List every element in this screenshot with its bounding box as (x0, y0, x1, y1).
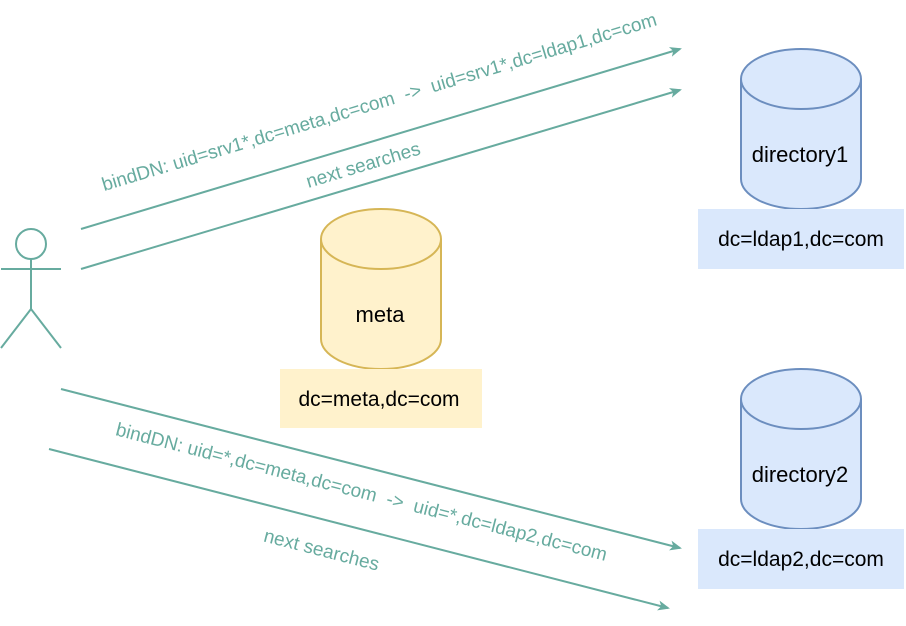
directory2-dn-box (698, 529, 904, 589)
search-arrow-directory2 (48, 448, 670, 611)
bind-arrow-directory1 (80, 47, 682, 230)
search-label-directory2: next searches (261, 526, 381, 576)
bind-label-directory2: bindDN: uid=*,dc=meta,dc=com -> uid=*,dc… (113, 420, 609, 566)
search-arrow-directory1 (80, 88, 682, 270)
directory2-database-cylinder (740, 368, 862, 530)
directory1-database-label: directory1 (752, 142, 849, 167)
meta-dn-box (280, 369, 482, 428)
user-actor-icon (0, 228, 62, 349)
directory1-database-cylinder (740, 48, 862, 210)
directory2-dn-label: dc=ldap2,dc=com (718, 548, 884, 571)
bind-arrow-directory2 (60, 388, 682, 551)
meta-database-cylinder (320, 208, 442, 370)
directory1-dn-box (698, 209, 904, 269)
meta-database-label: meta (356, 302, 406, 327)
directory2-database-label: directory2 (752, 462, 849, 487)
meta-dn-label: dc=meta,dc=com (298, 388, 459, 411)
directory1-dn-label: dc=ldap1,dc=com (718, 228, 884, 251)
